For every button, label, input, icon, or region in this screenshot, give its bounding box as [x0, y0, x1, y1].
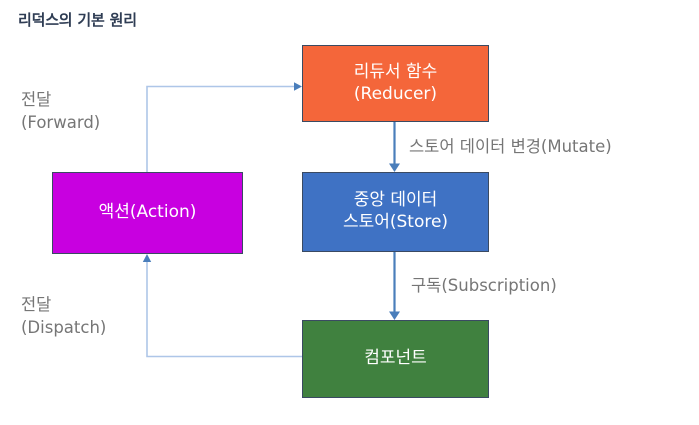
edge-mutate-arrowhead: [389, 163, 400, 172]
edge-subscription: [389, 252, 400, 320]
node-reducer[interactable]: 리듀서 함수 (Reducer): [302, 45, 489, 122]
edge-subscription-arrowhead: [389, 311, 400, 320]
page-title: 리덕스의 기본 원리: [18, 11, 137, 29]
edge-label-subscription: 구독(Subscription): [411, 276, 557, 295]
edge-forward: [146, 82, 302, 172]
edge-dispatch: [142, 254, 302, 358]
edge-label-forward: 전달 (Forward): [21, 90, 101, 132]
node-component[interactable]: 컴포넌트: [302, 320, 489, 398]
edge-forward-arrowhead: [294, 82, 302, 91]
edge-dispatch-line: [146, 260, 302, 358]
edge-dispatch-arrowhead: [142, 254, 152, 262]
edge-label-mutate: 스토어 데이터 변경(Mutate): [409, 137, 612, 156]
node-store[interactable]: 중앙 데이터 스토어(Store): [302, 172, 489, 252]
edge-label-dispatch: 전달 (Dispatch): [21, 295, 107, 337]
node-action[interactable]: 액션(Action): [52, 172, 243, 254]
edge-mutate: [389, 122, 400, 172]
edge-forward-line: [146, 85, 297, 172]
